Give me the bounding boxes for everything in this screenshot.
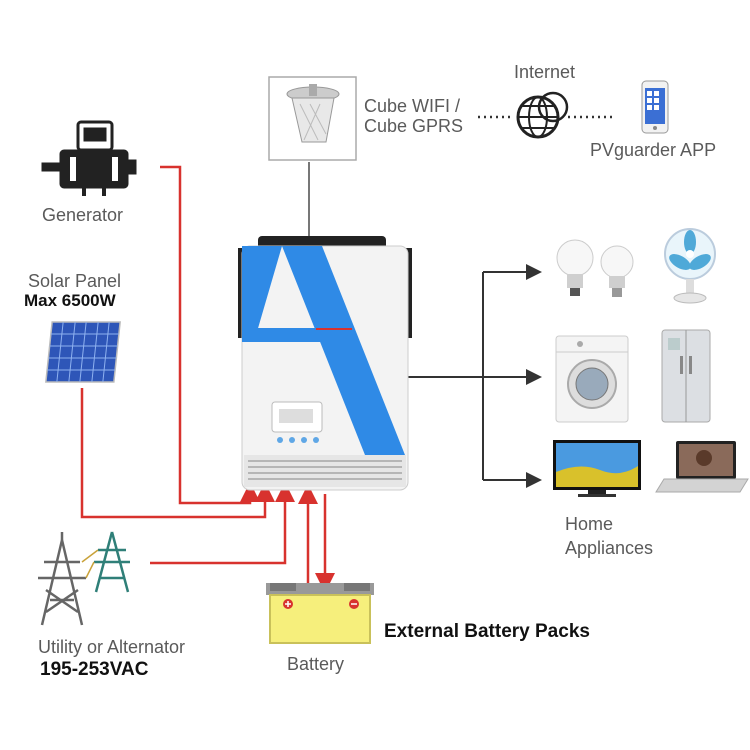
light-bulb-icon (556, 239, 634, 297)
internet-label: Internet (514, 62, 576, 82)
generator-line (160, 165, 260, 505)
solar-line (80, 388, 275, 519)
fan-icon (664, 228, 716, 304)
power-tower-icon (38, 531, 130, 626)
solar-panel-icon (45, 321, 121, 383)
input-lines (80, 165, 335, 593)
globe-icon (516, 91, 569, 139)
solar-panel-label: Solar Panel (28, 271, 122, 291)
battery-icon (266, 583, 374, 644)
solar-max-label: Max 6500W (24, 291, 116, 310)
home-label-line2: Appliances (565, 538, 654, 558)
refrigerator-icon (661, 329, 711, 423)
cube-label-line1: Cube WIFI / (364, 96, 461, 116)
output-lines (308, 162, 542, 488)
generator-label: Generator (42, 205, 124, 225)
utility-line (150, 482, 295, 565)
tv-icon (553, 440, 641, 497)
utility-voltage-label: 195-253VAC (40, 659, 149, 680)
smartphone-icon (641, 80, 669, 134)
external-battery-label: External Battery Packs (384, 621, 590, 642)
washing-machine-icon (555, 335, 629, 423)
inverter-unit (238, 236, 412, 491)
generator-icon (41, 120, 137, 196)
wifi-module-icon (268, 76, 357, 161)
battery-label: Battery (287, 654, 345, 674)
cube-label-line2: Cube GPRS (364, 116, 464, 136)
laptop-icon (655, 441, 749, 493)
app-label: PVguarder APP (590, 140, 717, 160)
utility-label: Utility or Alternator (38, 637, 186, 657)
home-label-line1: Home (565, 514, 614, 534)
